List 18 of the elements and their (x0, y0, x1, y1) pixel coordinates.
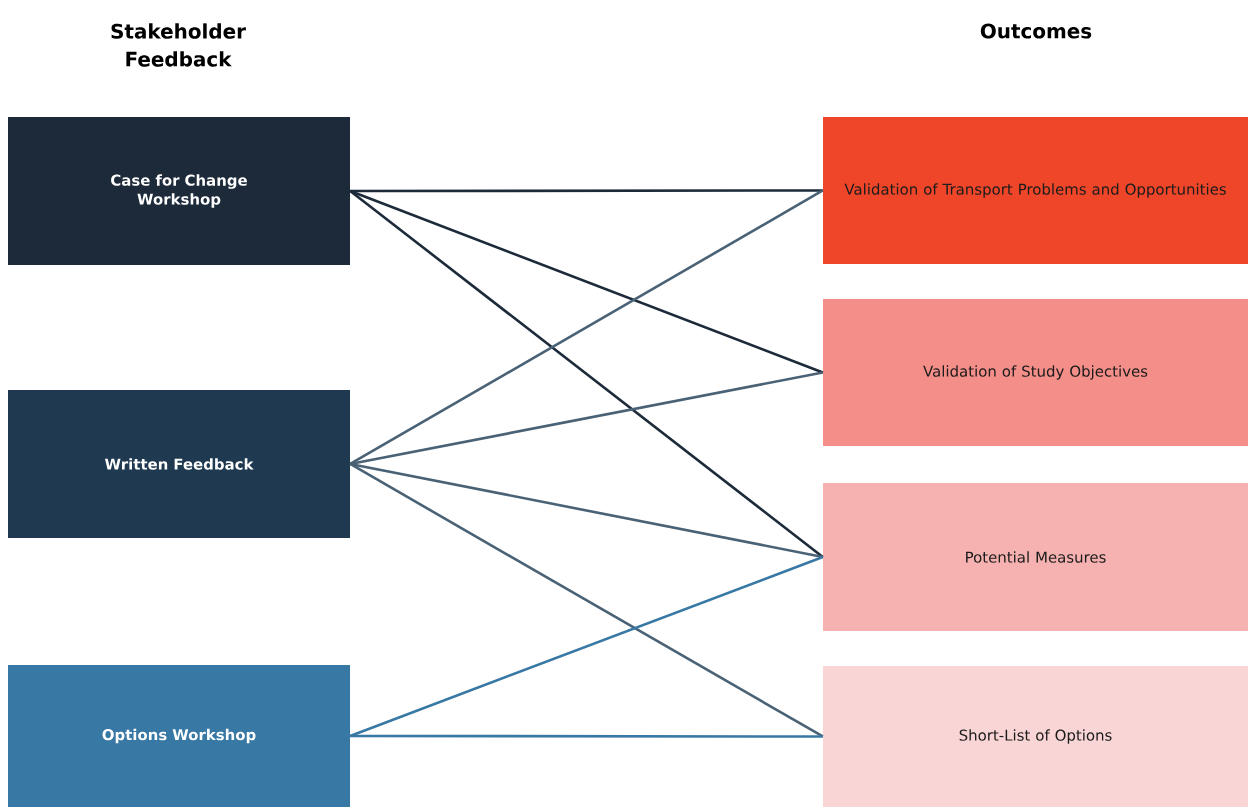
outcome-box: Potential Measures (823, 483, 1248, 631)
column-heading: Stakeholder Feedback (111, 23, 246, 67)
connector-line (350, 189, 823, 193)
source-box: Case for Change Workshop (8, 117, 350, 265)
connector-line (349, 189, 824, 374)
outcome-box: Validation of Transport Problems and Opportunities (823, 117, 1248, 264)
connector-line (349, 371, 824, 466)
source-box: Written Feedback (8, 390, 350, 538)
outcome-box: Validation of Study Objectives (823, 299, 1248, 446)
connector-line (349, 462, 824, 738)
connector-line (349, 555, 824, 738)
connector-line (349, 189, 824, 466)
connector-line (349, 189, 824, 559)
outcome-box: Short-List of Options (823, 666, 1248, 807)
connector-line (349, 462, 824, 559)
column-heading: Outcomes (980, 23, 1092, 39)
source-box: Options Workshop (8, 665, 350, 807)
connector-line (350, 734, 823, 738)
